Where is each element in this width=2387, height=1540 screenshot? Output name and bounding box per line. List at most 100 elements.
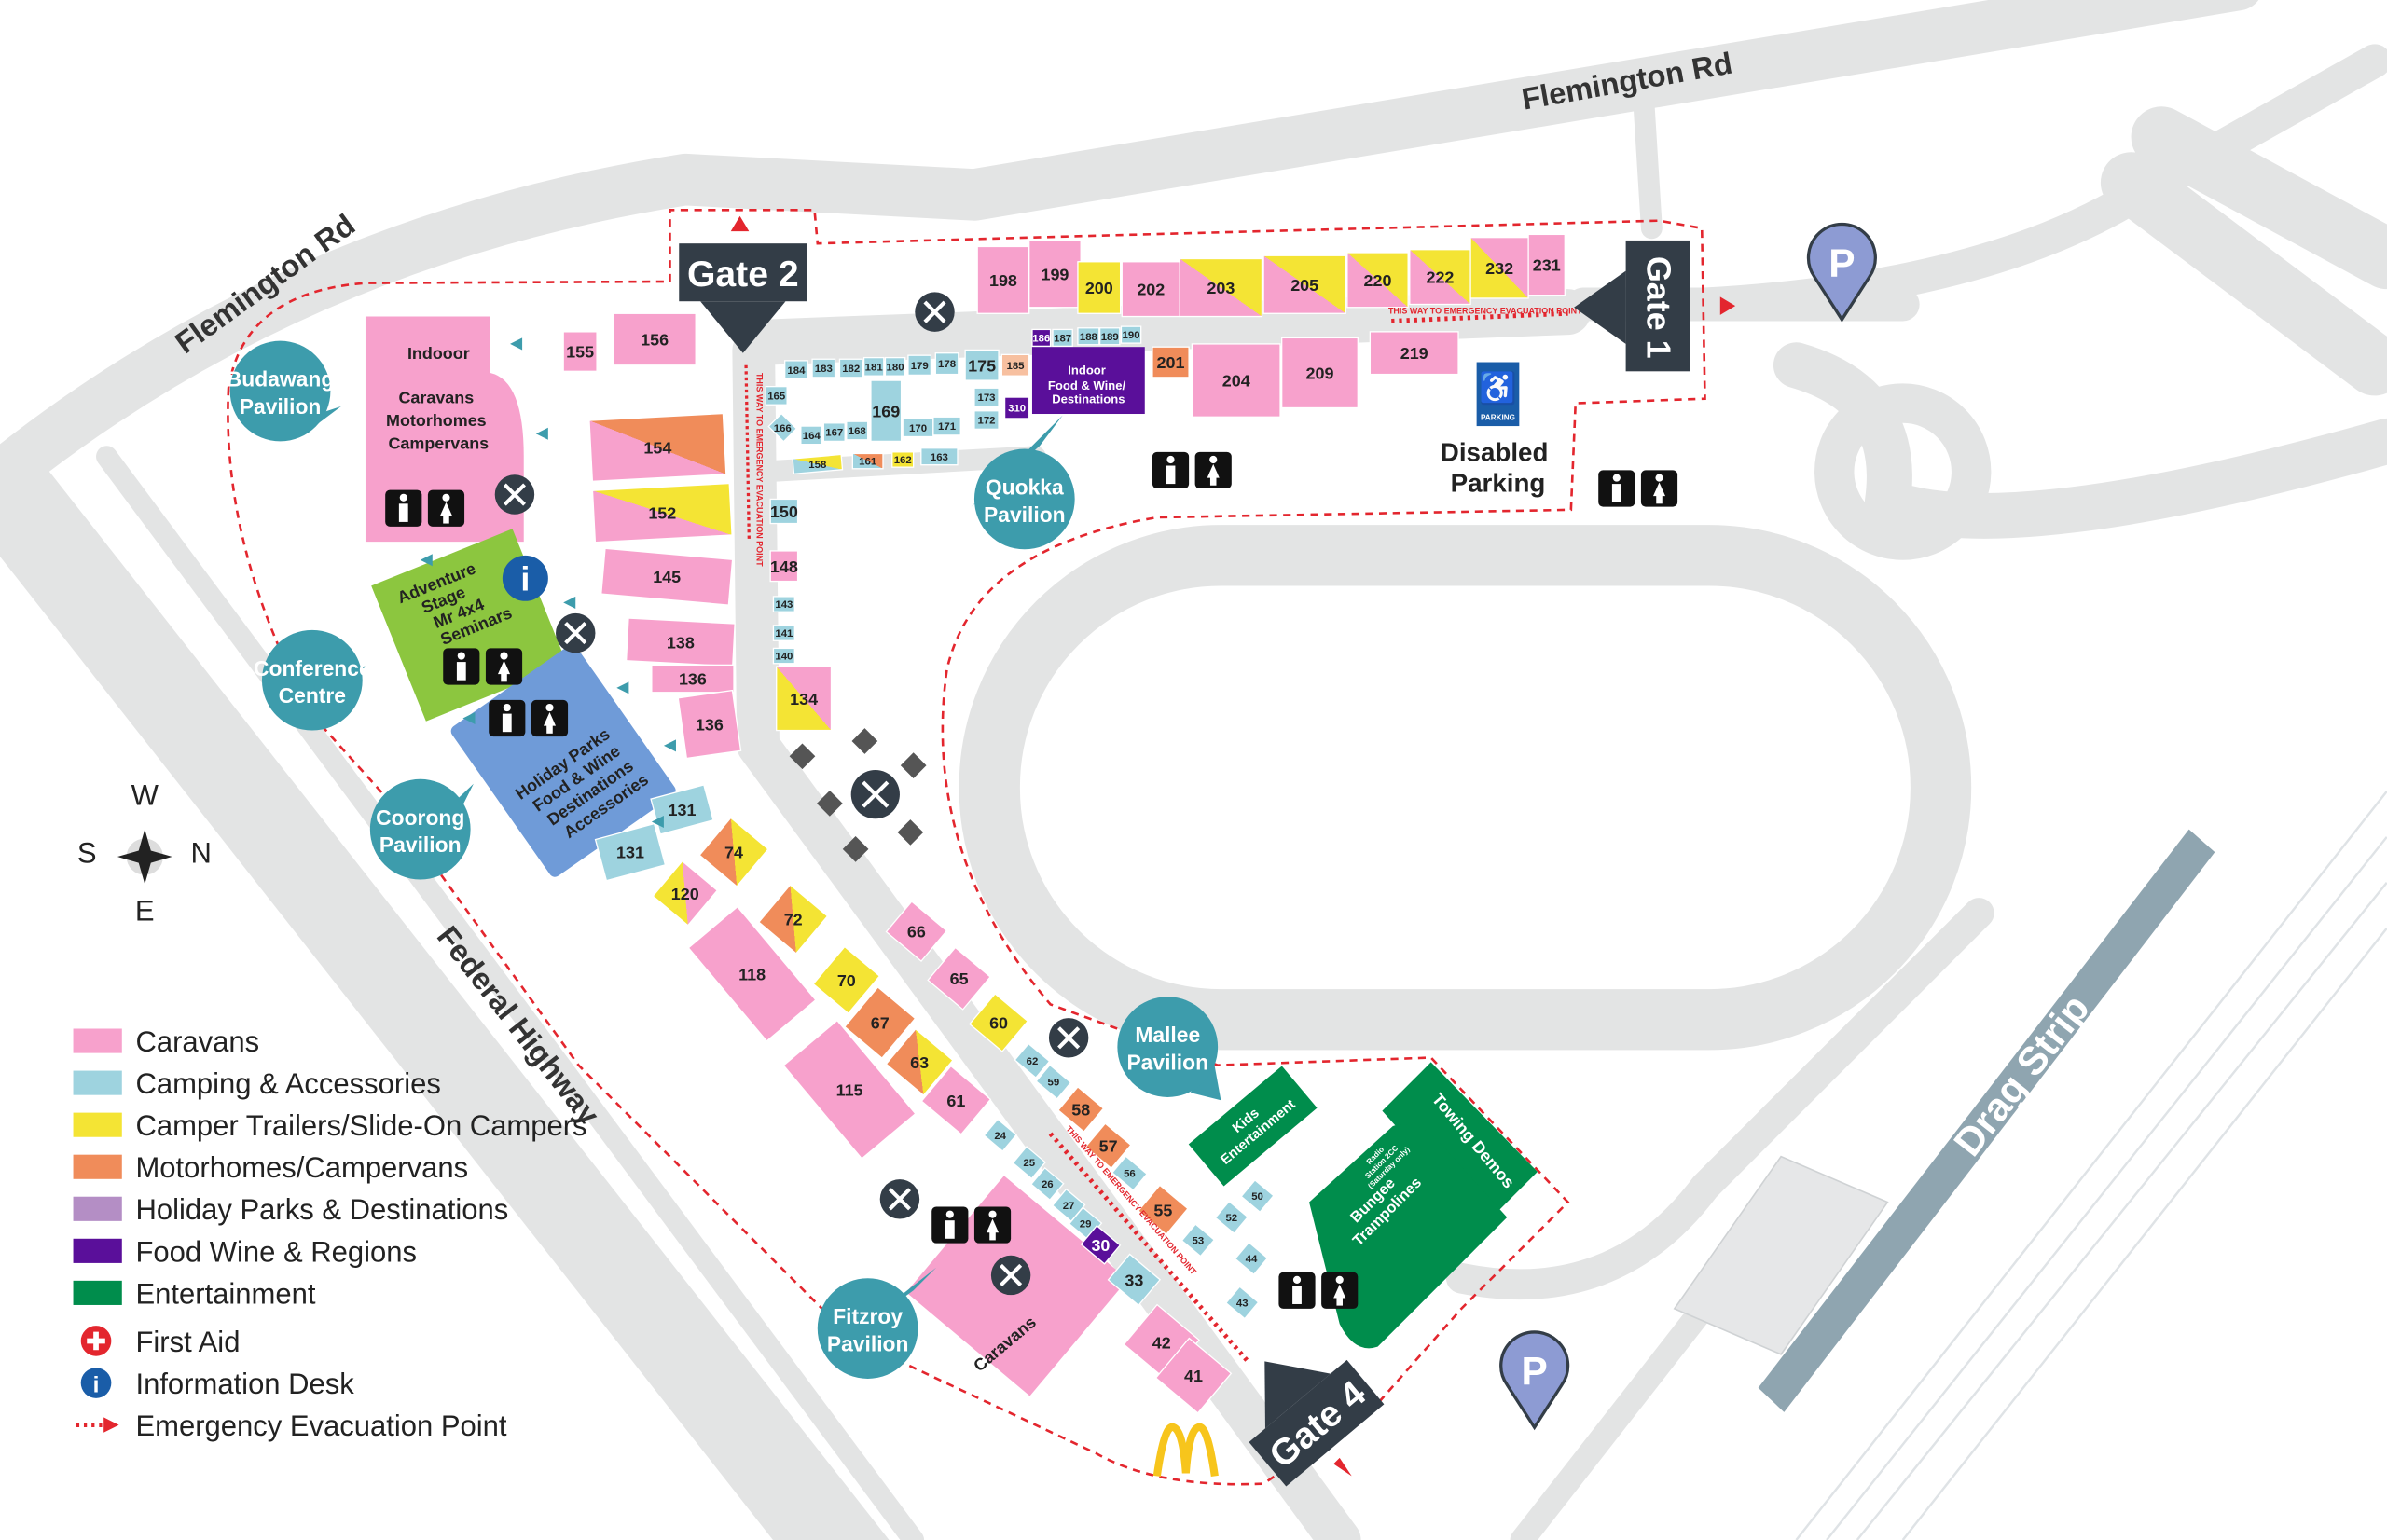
booth-50[interactable]: 50 <box>1240 1179 1275 1214</box>
booth-184[interactable]: 184 <box>784 360 808 380</box>
booth-131[interactable]: 131 <box>594 822 667 882</box>
booth-199[interactable]: 199 <box>1028 240 1082 309</box>
booth-169[interactable]: 169 <box>870 379 903 443</box>
booth-141[interactable]: 141 <box>772 625 795 641</box>
booth-61[interactable]: 61 <box>920 1065 992 1135</box>
booth-60[interactable]: 60 <box>968 993 1029 1052</box>
booth-231[interactable]: 231 <box>1527 233 1566 296</box>
booth-131[interactable]: 131 <box>650 784 714 835</box>
booth-168[interactable]: 168 <box>846 420 869 441</box>
booth-72[interactable]: 72 <box>757 884 829 955</box>
booth-156[interactable]: 156 <box>613 312 697 366</box>
booth-173[interactable]: 173 <box>973 387 1000 407</box>
booth-188[interactable]: 188 <box>1077 327 1100 346</box>
booth-178[interactable]: 178 <box>934 352 959 376</box>
parking-pin-bottom[interactable]: P <box>1499 1330 1570 1431</box>
booth-134[interactable]: 134 <box>776 666 833 732</box>
booth-148[interactable]: 148 <box>769 550 799 583</box>
booth-25[interactable]: 25 <box>1012 1146 1046 1180</box>
booth-209[interactable]: 209 <box>1281 337 1359 409</box>
gate-1[interactable]: Gate 1 <box>1574 240 1690 372</box>
information-desk-icon[interactable]: i <box>502 555 548 601</box>
booth-33[interactable]: 33 <box>1107 1253 1162 1307</box>
booth-310[interactable]: 310 <box>1003 396 1030 419</box>
booth-154[interactable]: 154 <box>588 412 727 482</box>
booth-120[interactable]: 120 <box>652 859 719 927</box>
booth-170[interactable]: 170 <box>902 418 934 438</box>
booth-172[interactable]: 172 <box>973 410 1000 430</box>
booth-161[interactable]: 161 <box>851 452 884 470</box>
booth-152[interactable]: 152 <box>591 482 733 543</box>
booth-67[interactable]: 67 <box>843 986 917 1059</box>
booth-145[interactable]: 145 <box>600 547 734 606</box>
booth-56[interactable]: 56 <box>1111 1155 1148 1191</box>
booth-185[interactable]: 185 <box>1000 353 1030 377</box>
indoor-food-wine-building[interactable]: Indoor Food & Wine/ Destinations <box>1031 347 1145 415</box>
booth-179[interactable]: 179 <box>907 354 932 377</box>
booth-201[interactable]: 201 <box>1152 346 1190 378</box>
booth-163[interactable]: 163 <box>920 447 959 466</box>
booth-164[interactable]: 164 <box>800 425 823 446</box>
booth-150[interactable]: 150 <box>769 498 799 525</box>
booth-222[interactable]: 222 <box>1409 249 1471 306</box>
booth-219[interactable]: 219 <box>1369 331 1459 376</box>
booth-44[interactable]: 44 <box>1234 1241 1269 1276</box>
booth-26[interactable]: 26 <box>1030 1166 1065 1202</box>
booth-30[interactable]: 30 <box>1080 1224 1122 1265</box>
booth-155[interactable]: 155 <box>562 331 598 372</box>
booth-138[interactable]: 138 <box>625 617 736 667</box>
booth-57[interactable]: 57 <box>1084 1122 1132 1170</box>
booth-43[interactable]: 43 <box>1224 1286 1260 1320</box>
booth-190[interactable]: 190 <box>1120 325 1142 344</box>
parking-pin-top[interactable]: P <box>1806 222 1877 323</box>
booth-181[interactable]: 181 <box>862 356 885 377</box>
booth-162[interactable]: 162 <box>891 451 915 468</box>
gate-2[interactable]: Gate 2 <box>679 243 807 353</box>
booth-167[interactable]: 167 <box>822 422 846 443</box>
disabled-parking[interactable]: ♿ PARKING Disabled Parking <box>1441 362 1555 498</box>
booth-158[interactable]: 158 <box>792 453 844 475</box>
booth-58[interactable]: 58 <box>1057 1086 1105 1133</box>
booth-63[interactable]: 63 <box>885 1027 954 1096</box>
booth-66[interactable]: 66 <box>885 901 948 962</box>
booth-115[interactable]: 115 <box>782 1019 917 1160</box>
booth-52[interactable]: 52 <box>1214 1200 1249 1234</box>
booth-53[interactable]: 53 <box>1180 1223 1216 1258</box>
booth-171[interactable]: 171 <box>932 416 961 436</box>
gate-4[interactable]: Gate 4 <box>1216 1320 1385 1487</box>
booth-205[interactable]: 205 <box>1262 254 1346 314</box>
booth-59[interactable]: 59 <box>1035 1064 1072 1100</box>
booth-62[interactable]: 62 <box>1014 1042 1051 1079</box>
booth-186[interactable]: 186 <box>1031 328 1052 348</box>
booth-183[interactable]: 183 <box>811 358 836 378</box>
booth-202[interactable]: 202 <box>1121 261 1180 318</box>
booth-24[interactable]: 24 <box>983 1118 1017 1152</box>
booth-70[interactable]: 70 <box>812 945 881 1014</box>
booth-74[interactable]: 74 <box>698 817 769 887</box>
booth-136[interactable]: 136 <box>651 664 735 694</box>
booth-189[interactable]: 189 <box>1098 327 1121 346</box>
bungee-trampolines[interactable]: Radio Station 2CC (Saturday only) Bungee… <box>1309 1123 1508 1349</box>
booth-166[interactable]: 166 <box>767 412 798 443</box>
booth-182[interactable]: 182 <box>838 358 863 378</box>
booth-204[interactable]: 204 <box>1191 343 1281 418</box>
booth-180[interactable]: 180 <box>884 356 906 377</box>
booth-203[interactable]: 203 <box>1179 257 1263 318</box>
booth-200[interactable]: 200 <box>1077 261 1122 314</box>
booth-232[interactable]: 232 <box>1469 237 1529 299</box>
indoor-caravans-building[interactable]: Indooor Caravans Motorhomes Campervans <box>365 316 524 543</box>
booth-187[interactable]: 187 <box>1052 328 1073 348</box>
booth-136[interactable]: 136 <box>677 689 742 760</box>
booth-198[interactable]: 198 <box>976 245 1030 314</box>
booth-140[interactable]: 140 <box>772 647 795 665</box>
booth-175[interactable]: 175 <box>964 349 1000 381</box>
booth-143[interactable]: 143 <box>772 596 795 612</box>
booth-165[interactable]: 165 <box>765 385 788 406</box>
booth-65[interactable]: 65 <box>927 946 991 1011</box>
